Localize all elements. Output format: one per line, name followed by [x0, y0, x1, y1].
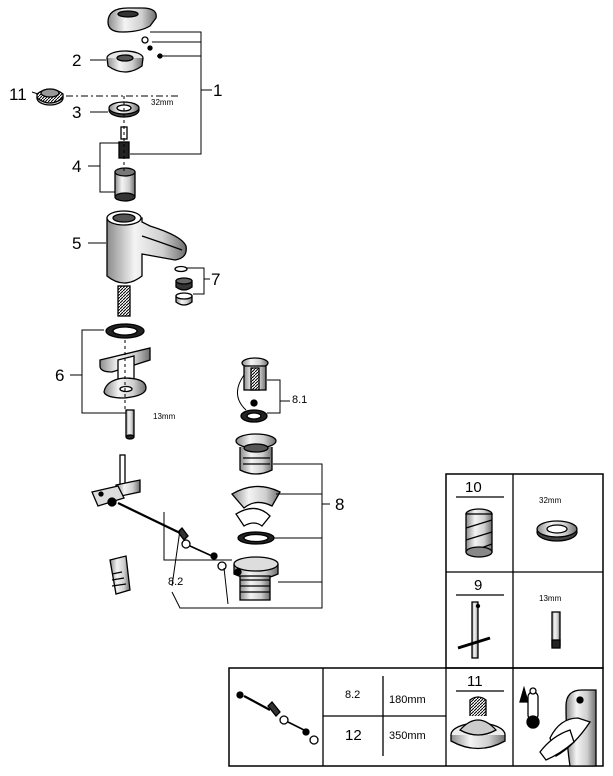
hex-13mm-icon — [551, 611, 561, 649]
callout-5: 5 — [72, 234, 82, 253]
nut-32mm-icon — [536, 520, 578, 542]
callout-3: 3 — [72, 103, 82, 122]
adjustment-tool-part — [36, 88, 64, 106]
callout-8-1: 8.1 — [292, 394, 308, 406]
t-key-tool — [457, 601, 491, 659]
cover-cap-part — [106, 50, 144, 73]
callout-6: 6 — [55, 366, 65, 385]
faucet-body-part — [106, 210, 187, 317]
rod-length-table — [228, 667, 604, 767]
waste-set-part — [230, 433, 281, 601]
drain-stopper-part — [240, 357, 269, 423]
callout-2: 2 — [72, 51, 82, 70]
lever-positions-icon — [539, 689, 597, 767]
adjustment-tool-icon — [450, 696, 506, 750]
callout-4: 4 — [72, 157, 82, 176]
tools-table-dim-13mm: 13mm — [539, 594, 562, 603]
cartridge-part — [114, 126, 136, 202]
tools-table-num-10: 10 — [465, 479, 482, 496]
tools-table-dim-32mm: 32mm — [539, 496, 562, 505]
callout-7: 7 — [211, 270, 221, 289]
rod-table-length-180mm: 180mm — [389, 694, 426, 706]
socket-wrench-tool — [465, 508, 493, 558]
dimension-13mm: 13mm — [153, 412, 176, 421]
leader-lines — [31, 31, 330, 609]
tools-table-num-9: 9 — [474, 577, 483, 594]
popup-rod-assembly — [91, 454, 227, 595]
rod-table-num-8-2: 8.2 — [345, 689, 361, 701]
callout-8-2: 8.2 — [168, 576, 184, 588]
rod-table-length-350mm: 350mm — [389, 730, 426, 742]
callout-8: 8 — [335, 495, 345, 514]
thermometer-icon — [519, 685, 540, 729]
tools-table — [445, 473, 604, 669]
aerator-part — [174, 265, 193, 306]
tools-table-num-11: 11 — [467, 673, 483, 690]
callout-11: 11 — [9, 85, 27, 104]
lever-handle-part — [107, 7, 163, 59]
rod-set-icon — [236, 691, 319, 745]
dimension-32mm: 32mm — [151, 98, 174, 107]
callout-1: 1 — [213, 81, 223, 100]
rod-table-num-12: 12 — [345, 727, 362, 744]
